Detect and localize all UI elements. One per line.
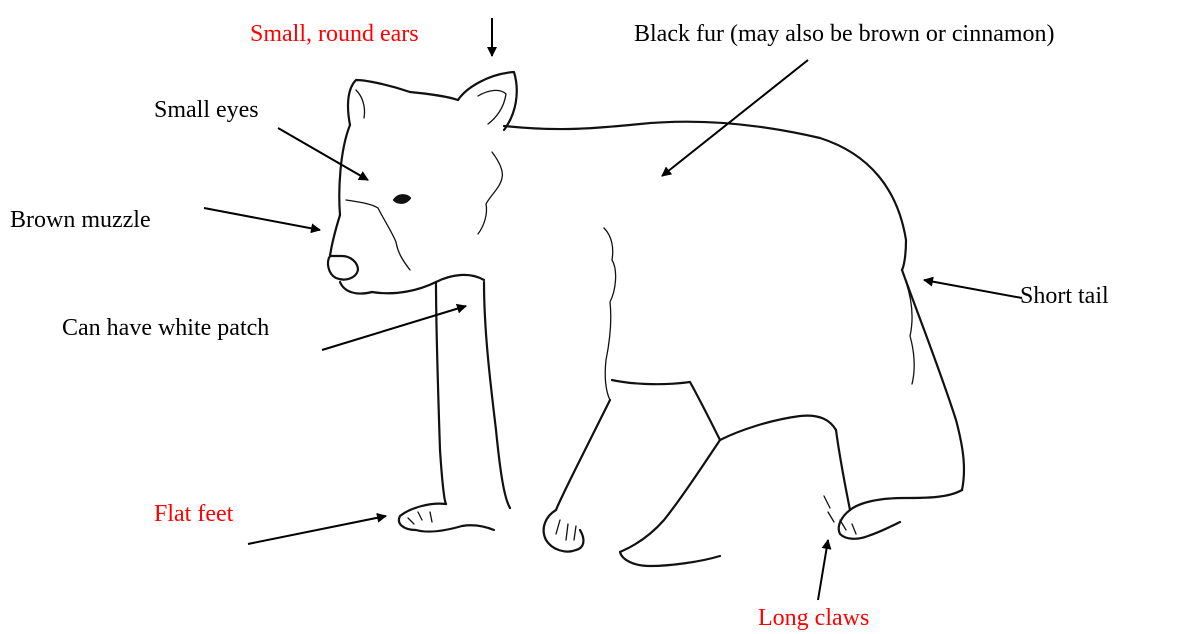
left-ear-inner	[356, 90, 365, 118]
eye	[394, 195, 410, 203]
nose	[328, 256, 358, 280]
right-ear	[458, 72, 517, 130]
left-ear	[348, 80, 410, 125]
muzzle-arrow	[204, 208, 320, 230]
chin	[372, 275, 484, 293]
hind-leg-front	[836, 430, 850, 510]
feet-arrow	[248, 516, 386, 544]
chest-fur	[604, 228, 616, 400]
front-foot-left-toes	[408, 512, 432, 524]
belly	[720, 416, 836, 440]
label-patch: Can have white patch	[62, 314, 269, 342]
label-muzzle: Brown muzzle	[10, 206, 151, 234]
pointer-arrows	[204, 18, 1022, 600]
rear-leg-left	[620, 440, 720, 552]
hind-foot-claws	[824, 496, 856, 534]
label-eyes: Small eyes	[154, 96, 259, 124]
muzzle-patch	[346, 200, 410, 270]
front-foot-right-toes	[556, 520, 576, 540]
mouth	[340, 282, 372, 294]
label-ears: Small, round ears	[250, 20, 419, 48]
eyes-arrow	[278, 128, 368, 180]
claws-arrow	[818, 540, 828, 600]
tail-arrow	[924, 280, 1022, 298]
muzzle-top	[330, 215, 340, 256]
label-fur: Black fur (may also be brown or cinnamon…	[634, 20, 1055, 48]
front-right-leg-back	[612, 380, 720, 440]
patch-arrow	[322, 306, 466, 350]
rear-foot-left	[620, 552, 720, 566]
neck-ruff	[478, 152, 502, 234]
front-right-leg	[556, 400, 610, 510]
front-foot-right	[544, 510, 584, 552]
fur-arrow	[662, 60, 808, 176]
front-leg-inner	[484, 282, 510, 508]
hind-foot	[839, 490, 962, 539]
back-line	[504, 122, 906, 270]
label-feet: Flat feet	[154, 500, 233, 528]
front-foot-left	[399, 504, 494, 532]
head-top	[339, 125, 350, 215]
label-tail: Short tail	[1020, 282, 1109, 310]
forehead	[410, 92, 458, 100]
label-claws: Long claws	[758, 604, 869, 632]
right-ear-inner	[478, 90, 506, 124]
